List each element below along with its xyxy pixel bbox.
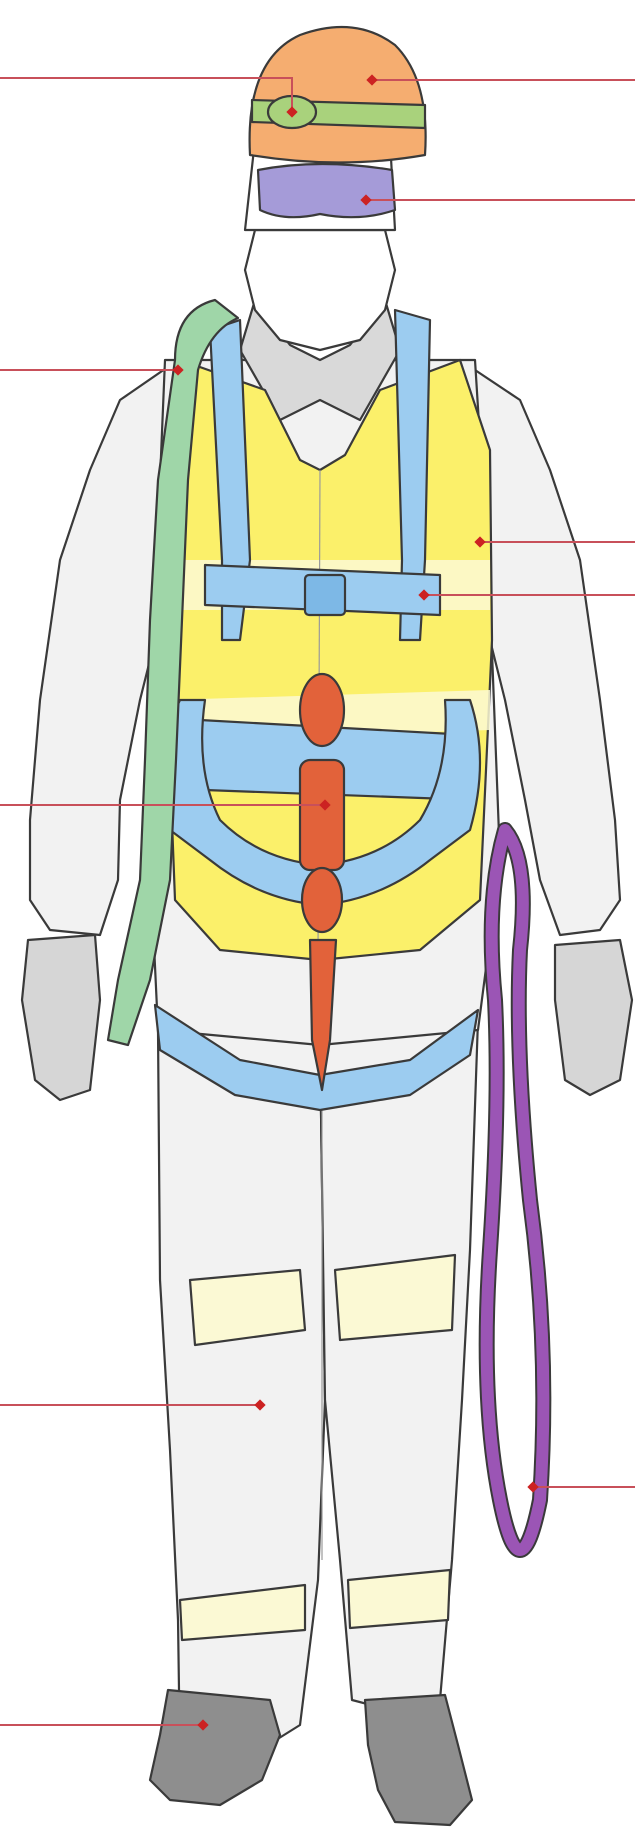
helmet xyxy=(250,27,426,163)
rope xyxy=(487,830,544,1550)
goggles xyxy=(258,164,395,217)
boots xyxy=(150,1690,472,1825)
coveralls-legs xyxy=(158,1020,478,1760)
leader-line-headlamp xyxy=(0,78,292,112)
